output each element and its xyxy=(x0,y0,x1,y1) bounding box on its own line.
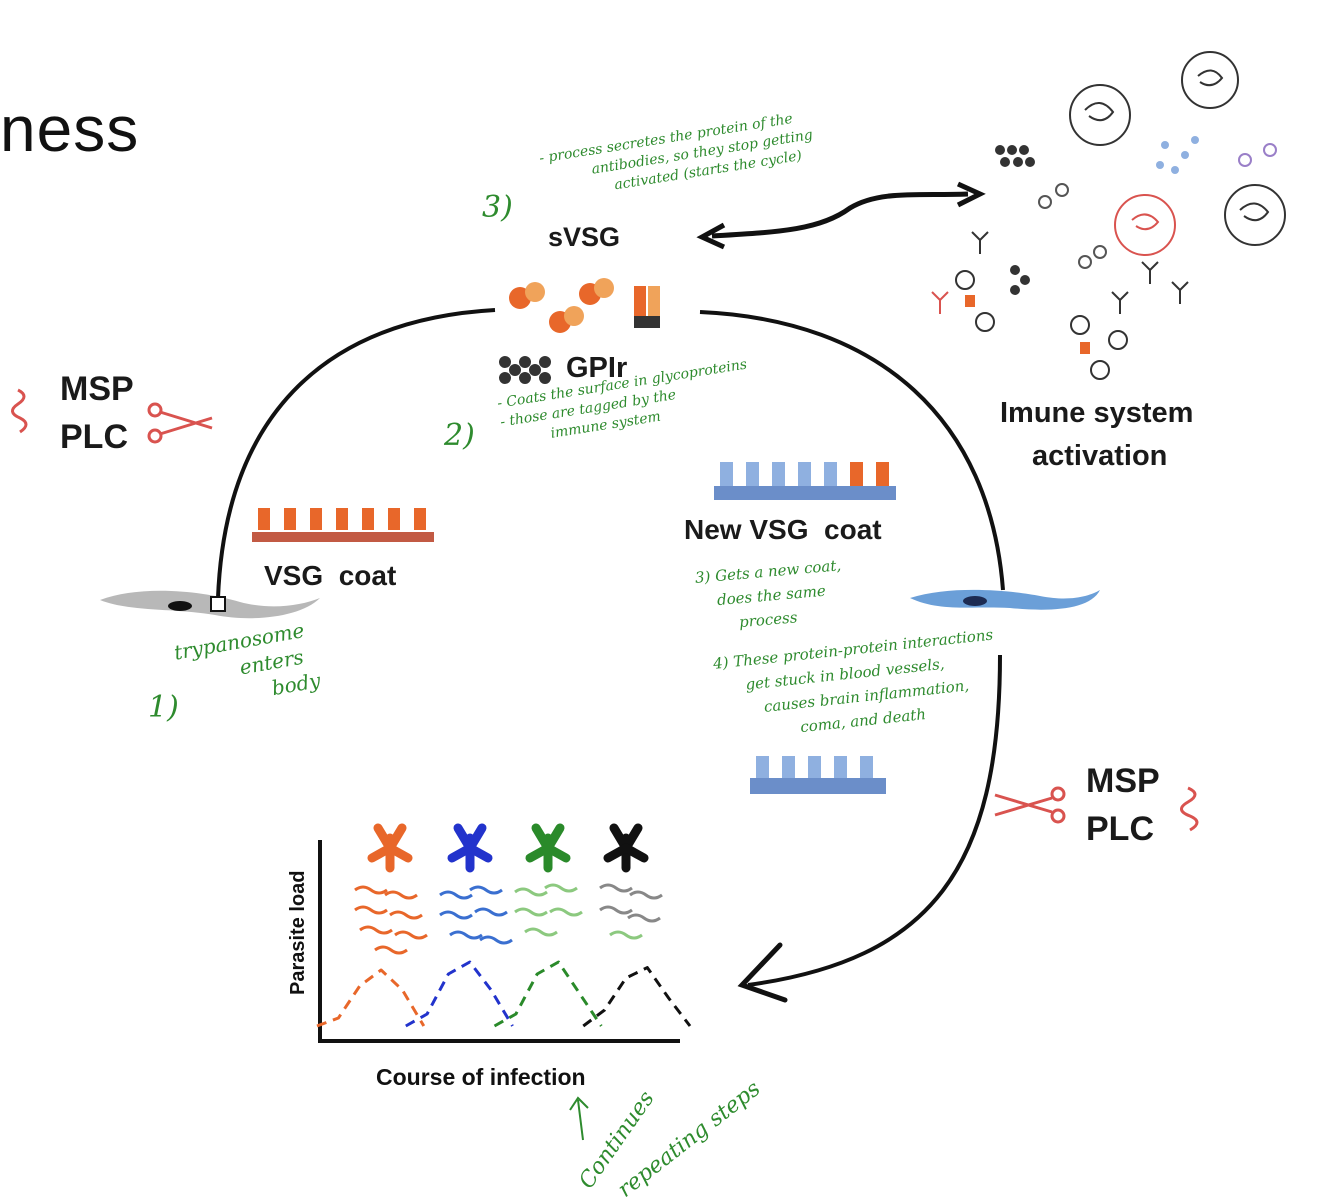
svsg-label: sVSG xyxy=(548,222,621,252)
parasite-load-wave-2 xyxy=(405,960,514,1028)
chart-axes xyxy=(318,840,680,1043)
bottom-note-arrow xyxy=(569,1096,589,1141)
trypanosome-grey-icon xyxy=(100,590,320,619)
immune-particles xyxy=(931,136,1277,380)
parasite-load-wave-4 xyxy=(582,966,692,1028)
plc-label-right: PLC xyxy=(1086,810,1154,848)
x-axis-label: Course of infection xyxy=(376,1064,586,1090)
msp-label-right: MSP xyxy=(1086,762,1160,800)
note-1-number: 1) xyxy=(148,690,179,725)
antibody-icon-orange xyxy=(367,823,413,873)
vsg-coat-icon xyxy=(252,508,434,542)
msp-label-left: MSP xyxy=(60,370,134,408)
svsg-immune-arrow xyxy=(711,191,969,239)
gpir-label: GPIr xyxy=(566,352,628,384)
parasite-load-wave-3 xyxy=(493,960,603,1028)
parasite-swarm-blue xyxy=(439,885,513,945)
note-right-3-text: 3) Gets a new coat, does the same proces… xyxy=(694,553,846,637)
chart-series-group xyxy=(316,960,692,1028)
note-3-number: 3) xyxy=(482,190,513,225)
svsg-proteins xyxy=(509,278,660,333)
squiggle-icon-left xyxy=(11,388,28,434)
cycle-arc-right xyxy=(699,310,1005,591)
gpir-molecule-icon xyxy=(499,356,551,384)
new-vsg-coat-icon-2 xyxy=(750,756,886,794)
antibody-icon-green xyxy=(525,823,571,873)
parasite-swarm-orange xyxy=(354,885,428,955)
cycle-arc-left xyxy=(216,308,496,599)
antibody-icon-blue xyxy=(447,823,493,873)
trypanosome-blue-icon xyxy=(910,589,1100,610)
cycle-arrowhead xyxy=(737,942,788,1003)
y-axis-label: Parasite load xyxy=(287,870,309,995)
parasite-swarm-grey xyxy=(599,883,663,940)
immune-cells-illustration xyxy=(1069,51,1286,256)
parasite-swarm-green xyxy=(514,883,583,937)
vsg-coat-label: VSG coat xyxy=(264,560,397,591)
new-vsg-coat-icon xyxy=(714,462,896,500)
plc-label-left: PLC xyxy=(60,418,128,456)
squiggle-icon-right xyxy=(1180,786,1199,832)
slide-title-fragment: ness xyxy=(0,93,140,165)
note-2-number: 2) xyxy=(444,418,475,453)
scissors-icon-right xyxy=(994,786,1066,824)
scissors-icon-left xyxy=(147,402,213,444)
parasite-load-wave-1 xyxy=(316,968,426,1028)
antibody-icon-black xyxy=(603,823,649,873)
new-vsg-coat-label: New VSG coat xyxy=(684,514,882,545)
immune-label-line1: Imune system xyxy=(1000,397,1194,429)
immune-label-line2: activation xyxy=(1032,440,1168,472)
cycle-arc-bottom-right xyxy=(747,654,1002,987)
